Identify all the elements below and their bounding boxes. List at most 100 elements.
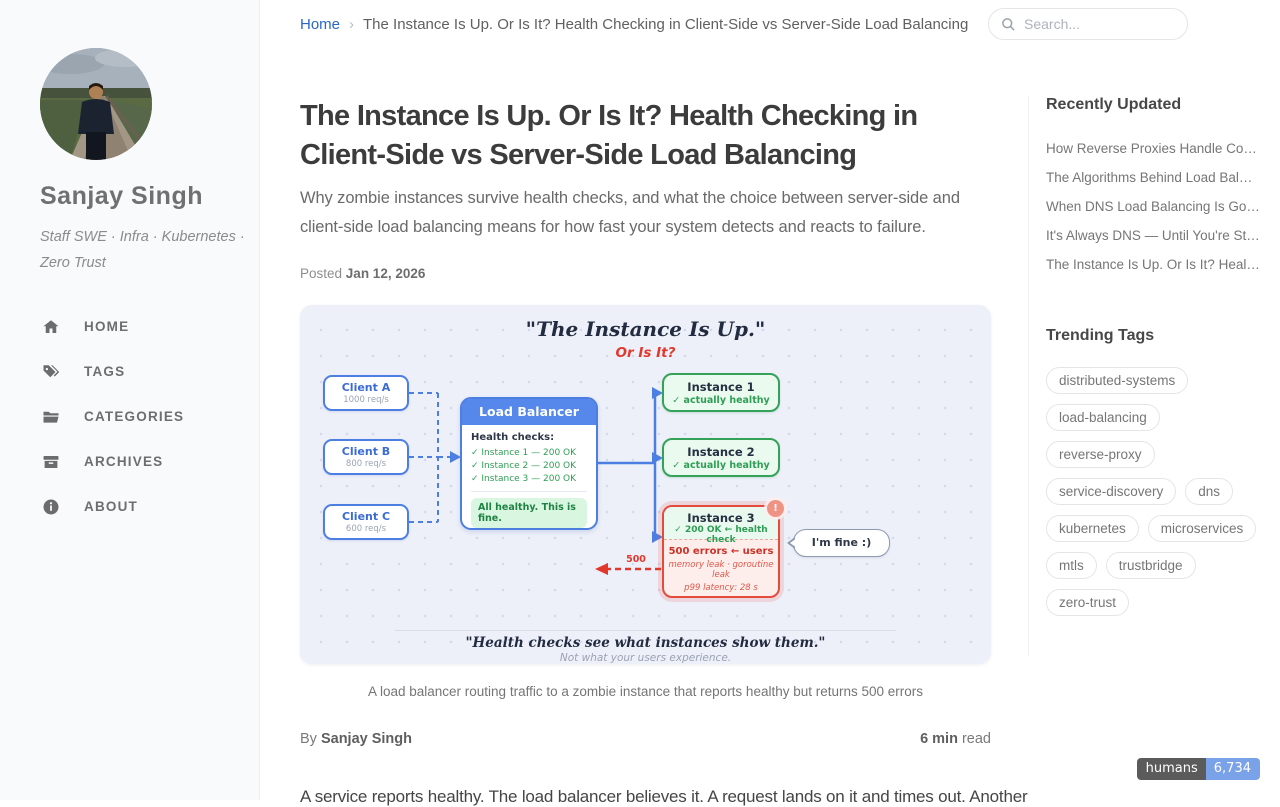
sidebar-item-tags[interactable]: TAGS (0, 350, 260, 395)
instance-name: Instance 3 (664, 507, 778, 525)
post-description: Why zombie instances survive health chec… (300, 184, 991, 242)
sidebar-item-label: ABOUT (84, 499, 138, 514)
instance-name: Instance 1 (664, 380, 778, 394)
client-rate: 1000 req/s (325, 395, 407, 405)
avatar-photo (40, 48, 152, 160)
info-icon (42, 498, 60, 516)
instance-detail: p99 latency: 28 s (664, 583, 778, 593)
sidebar-item-categories[interactable]: CATEGORIES (0, 395, 260, 440)
diagram-quote-sub: Not what your users experience. (300, 652, 991, 664)
recent-post-link[interactable]: The Algorithms Behind Load Bal… (1046, 163, 1261, 192)
breadcrumb: Home › The Instance Is Up. Or Is It? Healt… (300, 16, 968, 33)
load-balancer-header: Load Balancer (462, 399, 596, 425)
tag-pill[interactable]: service-discovery (1046, 478, 1176, 505)
sidebar-item-label: ARCHIVES (84, 454, 163, 469)
diagram-instance-3: ! Instance 3 ✓ 200 OK ← health check 500… (662, 505, 780, 598)
diagram-arrows (300, 305, 991, 664)
health-check-line: ✓ Instance 2 — 200 OK (471, 460, 587, 473)
sidebar-item-label: HOME (84, 319, 129, 334)
profile-tagline: Staff SWE · Infra · Kubernetes · Zero Tr… (40, 224, 248, 276)
tag-pill[interactable]: distributed-systems (1046, 367, 1188, 394)
avatar[interactable] (40, 48, 152, 160)
instance-errors: 500 errors ← users (664, 546, 778, 557)
sidebar-item-label: CATEGORIES (84, 409, 184, 424)
client-name: Client C (325, 510, 407, 523)
read-time-suffix: read (958, 731, 991, 747)
visitor-badge-label: humans (1137, 758, 1206, 780)
by-label: By (300, 731, 317, 747)
lb-status-pill: All healthy. This is fine. (471, 498, 587, 528)
sidebar: Sanjay Singh Staff SWE · Infra · Kuberne… (0, 0, 260, 800)
tag-pill[interactable]: reverse-proxy (1046, 441, 1155, 468)
recently-updated-heading: Recently Updated (1046, 96, 1280, 114)
author-row: By Sanjay Singh 6 min read (300, 731, 991, 747)
page-title: The Instance Is Up. Or Is It? Health Che… (300, 97, 991, 174)
recent-post-link[interactable]: How Reverse Proxies Handle Co… (1046, 134, 1261, 163)
read-time: 6 min read (920, 731, 991, 747)
tag-pill[interactable]: load-balancing (1046, 404, 1160, 431)
tag-pill[interactable]: mtls (1046, 552, 1097, 579)
client-rate: 600 req/s (325, 524, 407, 534)
posted-date: Jan 12, 2026 (346, 266, 426, 281)
health-checks-label: Health checks: (471, 432, 587, 443)
error-500-label: 500 (616, 554, 656, 565)
sidebar-item-about[interactable]: ABOUT (0, 485, 260, 530)
tag-pill[interactable]: dns (1185, 478, 1233, 505)
diagram-client-a: Client A 1000 req/s (323, 375, 409, 411)
figure-caption: A load balancer routing traffic to a zom… (300, 684, 991, 699)
breadcrumb-current: The Instance Is Up. Or Is It? Health Che… (363, 16, 968, 33)
recent-post-link[interactable]: The Instance Is Up. Or Is It? Heal… (1046, 250, 1261, 279)
diagram-instance-1: Instance 1 ✓ actually healthy (662, 373, 780, 412)
recent-post-link[interactable]: It's Always DNS — Until You're St… (1046, 221, 1261, 250)
client-name: Client A (325, 381, 407, 394)
sidebar-item-label: TAGS (84, 364, 125, 379)
home-icon (42, 318, 60, 336)
sidebar-item-archives[interactable]: ARCHIVES (0, 440, 260, 485)
tag-pill[interactable]: kubernetes (1046, 515, 1139, 542)
instance-detail: memory leak · goroutine leak (664, 560, 778, 580)
search-box[interactable] (988, 8, 1188, 40)
visitor-badge-value: 6,734 (1206, 758, 1260, 780)
diagram-instance-2: Instance 2 ✓ actually healthy (662, 438, 780, 477)
trending-tags-list: distributed-systems load-balancing rever… (1046, 367, 1266, 616)
archive-icon (42, 453, 60, 471)
instance-name: Instance 2 (664, 445, 778, 459)
tag-pill[interactable]: trustbridge (1106, 552, 1196, 579)
diagram-load-balancer: Load Balancer Health checks: ✓ Instance … (460, 397, 598, 530)
breadcrumb-separator: › (349, 16, 354, 33)
client-name: Client B (325, 445, 407, 458)
diagram-quote: "Health checks see what instances show t… (300, 635, 991, 651)
diagram-client-c: Client C 600 req/s (323, 504, 409, 540)
instance-health-line: ✓ 200 OK ← health check (664, 525, 778, 545)
post-meta: Posted Jan 12, 2026 (300, 266, 425, 281)
sidebar-item-home[interactable]: HOME (0, 305, 260, 350)
read-time-value: 6 min (920, 731, 958, 747)
trending-tags-heading: Trending Tags (1046, 327, 1280, 345)
diagram-divider (395, 630, 896, 631)
tag-pill[interactable]: zero-trust (1046, 589, 1129, 616)
recent-post-link[interactable]: When DNS Load Balancing Is Go… (1046, 192, 1261, 221)
tag-pill[interactable]: microservices (1148, 515, 1257, 542)
visitor-counter-badge: humans 6,734 (1137, 758, 1260, 780)
health-check-line: ✓ Instance 3 — 200 OK (471, 473, 587, 486)
client-rate: 800 req/s (325, 459, 407, 469)
speech-bubble: I'm fine :) (793, 529, 890, 557)
warning-badge: ! (767, 500, 784, 517)
instance-status: ✓ actually healthy (664, 395, 778, 406)
recently-updated-list: How Reverse Proxies Handle Co… The Algor… (1046, 134, 1280, 279)
breadcrumb-home-link[interactable]: Home (300, 16, 340, 33)
author-name: Sanjay Singh (321, 731, 412, 747)
profile-name: Sanjay Singh (40, 182, 203, 211)
right-panel: Recently Updated How Reverse Proxies Han… (1028, 96, 1280, 656)
health-check-line: ✓ Instance 1 — 200 OK (471, 447, 587, 460)
tags-icon (42, 363, 60, 381)
instance-status: ✓ actually healthy (664, 460, 778, 471)
folder-icon (42, 408, 60, 426)
post-body-first-line: A service reports healthy. The load bala… (300, 787, 1027, 807)
post-hero-diagram: "The Instance Is Up." Or Is It? Client A (300, 305, 991, 664)
sidebar-nav: HOME TAGS CATEGORIES ARCHIVES ABOUT (0, 305, 260, 530)
diagram-client-b: Client B 800 req/s (323, 439, 409, 475)
posted-label: Posted (300, 266, 342, 281)
search-icon (1001, 17, 1016, 32)
search-input[interactable] (1024, 16, 1174, 32)
